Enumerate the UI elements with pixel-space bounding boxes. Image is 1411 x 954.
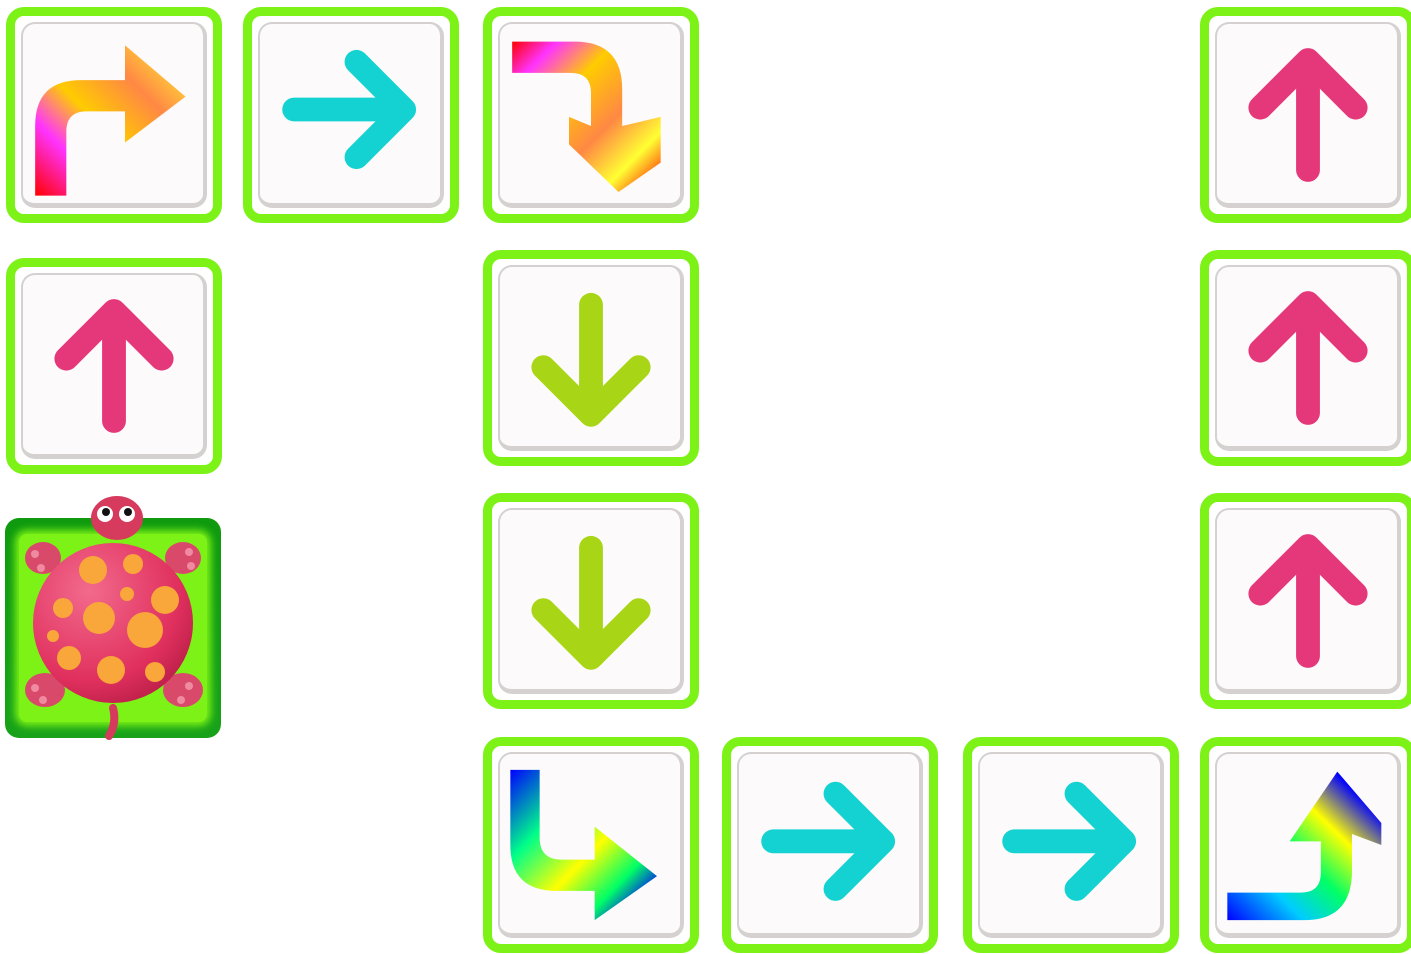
tile-turn-right-up[interactable] (1200, 737, 1411, 953)
arrow-up-icon (1248, 48, 1368, 182)
tile-arrow-right[interactable] (963, 737, 1179, 953)
tile-turn-down-right[interactable] (483, 737, 699, 953)
turn-down-right-icon (510, 769, 657, 921)
tile-arrow-up[interactable] (1200, 7, 1411, 223)
turn-right-down-icon (512, 41, 661, 193)
arrow-right-icon (1002, 781, 1137, 901)
tile-arrow-up[interactable] (1200, 250, 1411, 466)
tile-arrow-right[interactable] (722, 737, 938, 953)
arrow-up-icon (1248, 291, 1368, 425)
tile-arrow-down[interactable] (483, 493, 699, 709)
tile-turn-up-right[interactable] (6, 7, 222, 223)
turtle-icon (25, 496, 203, 740)
tile-arrow-right[interactable] (243, 7, 459, 223)
turtle-tile[interactable] (5, 496, 221, 740)
arrow-up-icon (1248, 534, 1368, 668)
arrow-up-icon (54, 299, 174, 433)
tile-arrow-up[interactable] (1200, 493, 1411, 709)
tile-arrow-down[interactable] (483, 250, 699, 466)
arrow-right-icon (282, 49, 417, 170)
arrow-down-icon (531, 535, 651, 670)
turn-right-up-icon (1227, 771, 1382, 921)
tile-arrow-up[interactable] (6, 258, 222, 474)
turn-up-right-icon (35, 45, 186, 196)
arrow-right-icon (761, 781, 896, 901)
tile-turn-right-down[interactable] (483, 7, 699, 223)
arrow-down-icon (531, 292, 651, 427)
